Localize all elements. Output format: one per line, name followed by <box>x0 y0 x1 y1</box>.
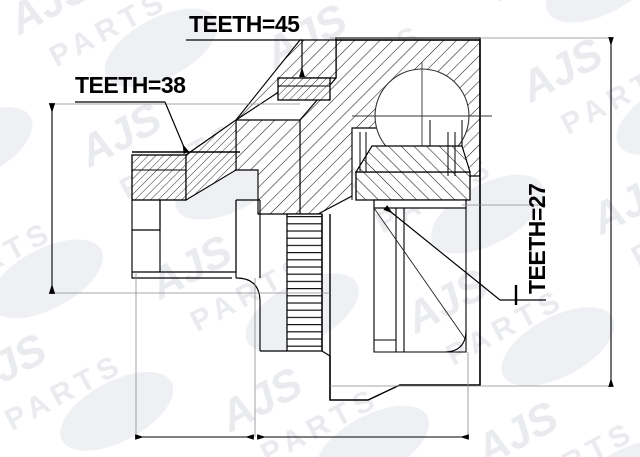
shaft-body <box>131 199 331 357</box>
cage-detail <box>351 120 463 200</box>
label-teeth-38: TEETH=38 <box>75 72 186 98</box>
leader-lines <box>75 39 546 305</box>
inner-bore <box>373 208 467 353</box>
label-teeth-27: TEETH=27 <box>524 183 550 294</box>
inner-race <box>354 145 471 209</box>
abs-tone-ring <box>286 213 323 352</box>
label-teeth-45: TEETH=45 <box>189 11 300 37</box>
construction-lines <box>52 37 611 437</box>
outer-joint-spline <box>277 77 331 101</box>
shaft-cap <box>131 154 187 201</box>
dimension-lines <box>48 37 614 440</box>
leader-teeth-45 <box>186 39 303 48</box>
ball-bearing <box>352 62 492 178</box>
